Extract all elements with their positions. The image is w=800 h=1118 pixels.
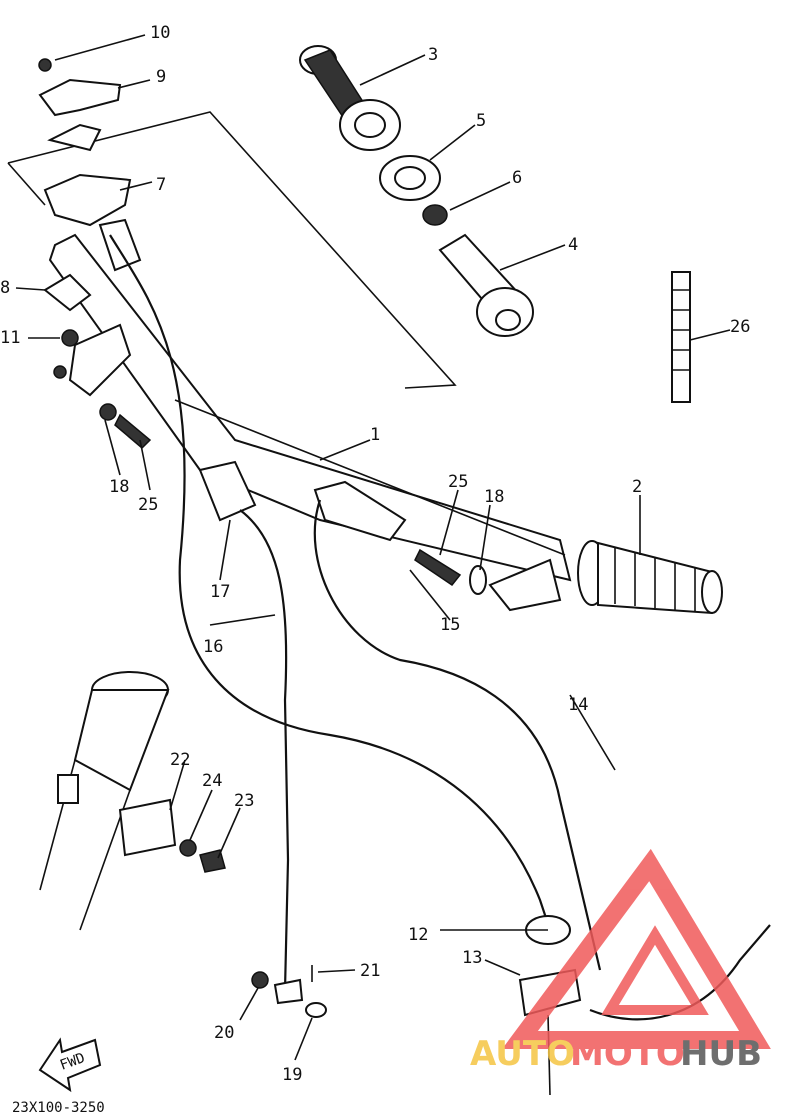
watermark-logo: AUTO MOTO HUB [470,848,771,1074]
leader-lines [15,34,731,1061]
callout-18-right: 18 [484,487,504,507]
clamp-bracket [57,774,177,857]
right-grip [577,540,723,615]
callout-14: 14 [568,695,588,715]
adjuster-left [99,403,152,450]
throttle-grip [438,233,534,337]
assembly-outline [7,111,457,389]
callout-4: 4 [568,235,578,255]
watermark-moto: MOTO [570,1034,685,1074]
callout-1: 1 [370,425,380,445]
callouts: 1 2 3 4 5 6 7 8 9 10 11 12 13 14 15 16 1… [0,23,750,1085]
nut-24 [179,839,197,857]
switch-housing-right [313,480,407,542]
callout-15: 15 [440,615,460,635]
left-grip [299,45,401,151]
callout-21: 21 [360,961,380,981]
adjuster-right [414,548,562,612]
forward-arrow-icon: FWD [38,1037,102,1093]
nut-20 [251,971,269,989]
brake-cable [313,499,602,971]
callout-6: 6 [512,168,522,188]
callout-22: 22 [170,750,190,770]
callout-16: 16 [203,637,223,657]
callout-20: 20 [214,1023,234,1043]
callout-13: 13 [462,948,482,968]
intake-tube [39,671,170,931]
callout-25-left: 25 [138,495,158,515]
callout-8: 8 [0,278,10,298]
callout-25-right: 25 [448,472,468,492]
washer [379,155,441,201]
callout-9: 9 [156,67,166,87]
callout-12: 12 [408,925,428,945]
bolt-23 [199,849,226,873]
callout-24: 24 [202,771,222,791]
collar-19 [305,1002,327,1018]
cable-strap [671,271,691,403]
callout-5: 5 [476,111,486,131]
switch-housing-left [198,460,257,522]
end-cap [422,204,448,226]
callout-19: 19 [282,1065,302,1085]
handlebar [48,233,572,582]
throttle-housing [38,58,142,272]
callout-7: 7 [156,175,166,195]
diagram-code: 23X100-3250 [12,1100,105,1116]
callout-26: 26 [730,317,750,337]
callout-23: 23 [234,791,254,811]
callout-17: 17 [210,582,230,602]
callout-18-left: 18 [109,477,129,497]
callout-11: 11 [0,328,20,348]
clutch-cable [239,509,290,991]
throttle-cable [109,234,552,931]
watermark-auto: AUTO [470,1034,575,1074]
callout-3: 3 [428,45,438,65]
callout-2: 2 [632,477,642,497]
lever-holder [43,273,132,397]
watermark-triangle-icon [502,848,771,1049]
watermark-hub: HUB [680,1034,762,1074]
bracket-19 [273,978,304,1005]
callout-10: 10 [150,23,170,43]
